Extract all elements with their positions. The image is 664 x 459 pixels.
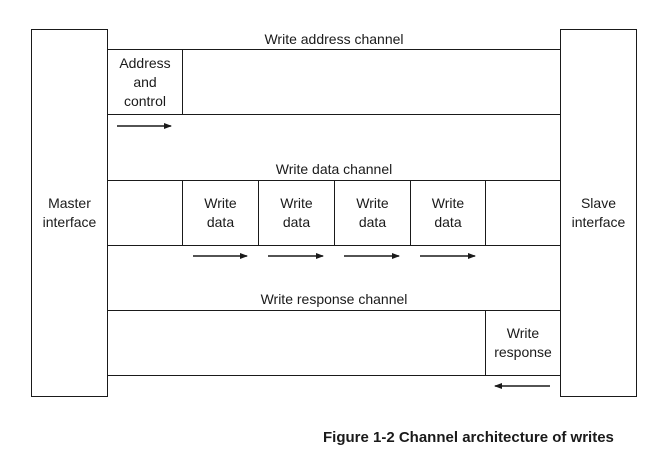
write-address-channel-title: Write address channel bbox=[264, 31, 404, 47]
write-response-cell: Write response bbox=[485, 310, 561, 376]
write-data-cell-2: Write data bbox=[258, 180, 335, 246]
write-data-label-4: Write data bbox=[431, 195, 465, 230]
write-response-label: Write response bbox=[494, 325, 552, 360]
write-data-label-1: Write data bbox=[204, 195, 237, 230]
master-interface-label: Master interface bbox=[42, 195, 97, 230]
slave-interface-box: Slave interface bbox=[560, 29, 637, 397]
master-interface-box: Master interface bbox=[31, 29, 108, 397]
address-and-control-cell: Address and control bbox=[107, 49, 183, 115]
write-data-cell-3: Write data bbox=[334, 180, 411, 246]
write-data-label-3: Write data bbox=[356, 195, 389, 230]
address-and-control-label: Address and control bbox=[119, 54, 171, 109]
write-response-channel-title: Write response channel bbox=[260, 291, 408, 307]
write-data-cell-4: Write data bbox=[410, 180, 486, 246]
write-data-channel-title: Write data channel bbox=[275, 161, 393, 177]
figure-caption: Figure 1-2 Channel architecture of write… bbox=[323, 429, 614, 446]
write-data-label-2: Write data bbox=[280, 195, 313, 230]
slave-interface-label: Slave interface bbox=[571, 195, 626, 230]
